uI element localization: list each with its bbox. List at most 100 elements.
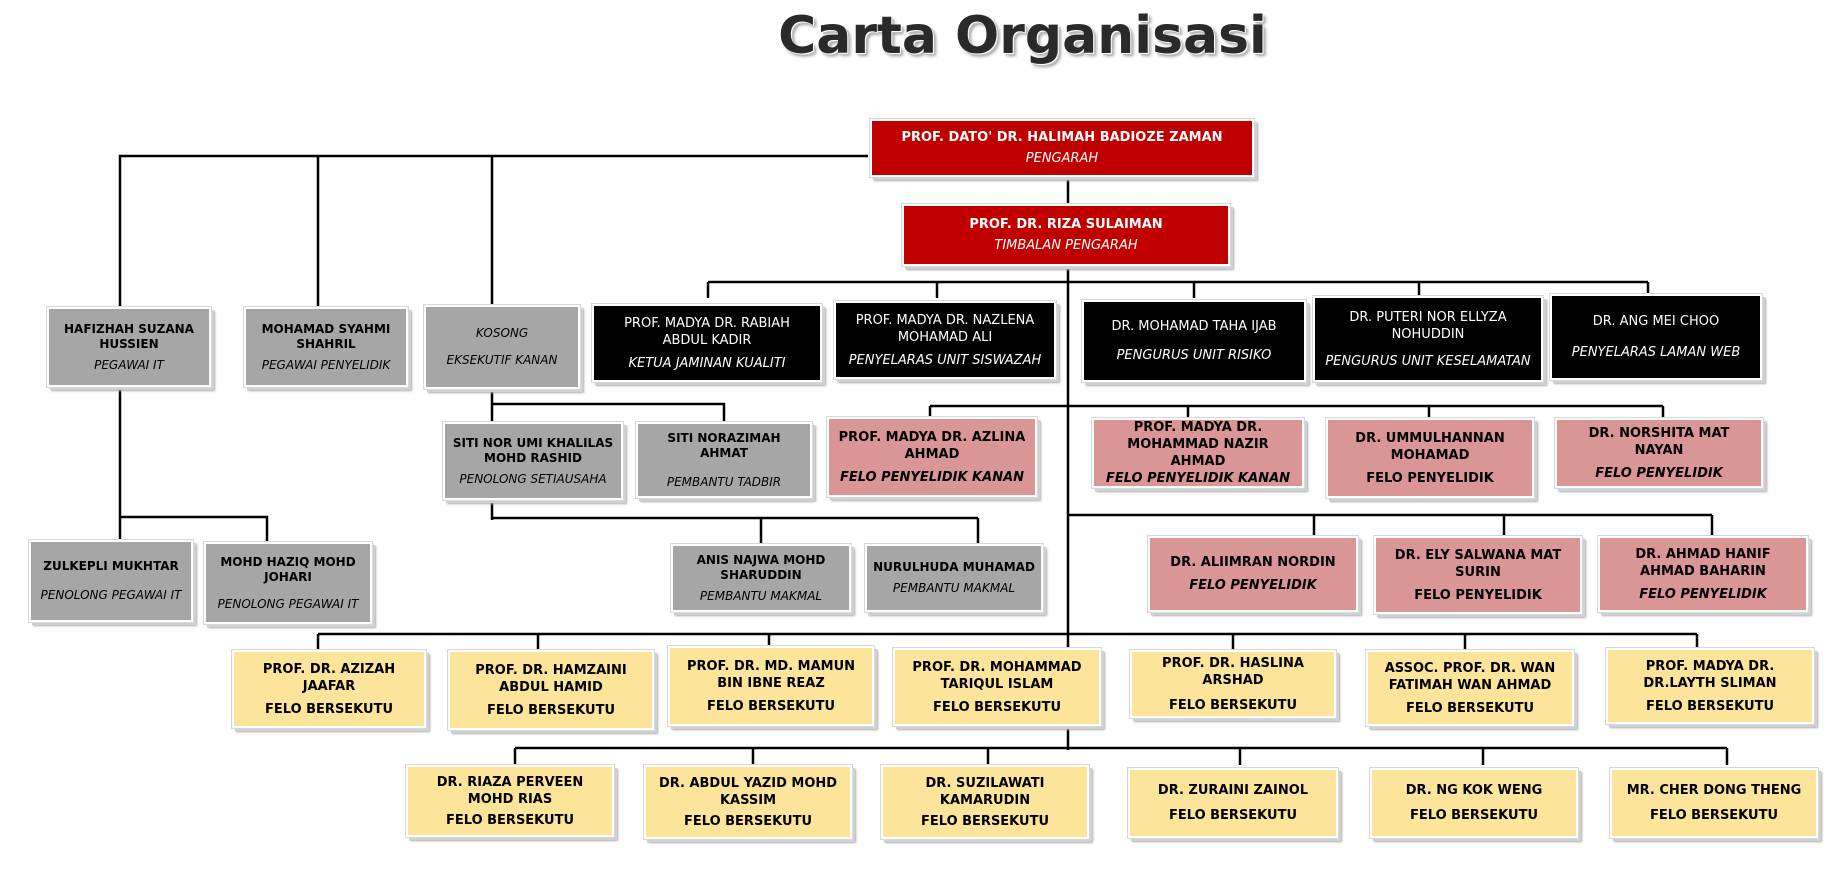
- node-name: DR. ELY SALWANA MAT SURIN: [1394, 547, 1562, 580]
- node-zuraini: DR. ZURAINI ZAINOL FELO BERSEKUTU: [1127, 767, 1339, 839]
- node-role: FELO PENYELIDIK: [1366, 470, 1494, 486]
- node-role: KETUA JAMINAN KUALITI: [628, 355, 786, 371]
- node-role: PEMBANTU MAKMAL: [699, 588, 823, 603]
- node-name: DR. NG KOK WENG: [1405, 783, 1543, 798]
- node-role: PENYELARAS UNIT SISWAZAH: [848, 352, 1042, 368]
- node-name: PROF. DR. MOHAMMAD TARIQUL ISLAM: [912, 659, 1082, 692]
- node-ng-kok-weng: DR. NG KOK WENG FELO BERSEKUTU: [1369, 767, 1579, 839]
- node-name: PROF. MADYA DR. NAZLENA MOHAMAD ALI: [855, 312, 1035, 345]
- node-name: DR. UMMULHANNAN MOHAMAD: [1355, 430, 1505, 463]
- node-role: FELO BERSEKUTU: [486, 702, 616, 718]
- node-name: SITI NOR UMI KHALILAS MOHD RASHID: [452, 435, 614, 465]
- node-name: HAFIZHAH SUZANA HUSSIEN: [64, 321, 194, 351]
- node-role: FELO PENYELIDIK: [1639, 586, 1767, 602]
- node-umi: SITI NOR UMI KHALILAS MOHD RASHID PENOLO…: [442, 421, 624, 501]
- node-kosong: KOSONG EKSEKUTIF KANAN: [423, 304, 581, 390]
- node-aliimran: DR. ALIIMRAN NORDIN FELO PENYELIDIK: [1147, 535, 1359, 613]
- node-syahmi: MOHAMAD SYAHMI SHAHRIL PEGAWAI PENYELIDI…: [243, 306, 409, 388]
- node-nazir: PROF. MADYA DR. MOHAMMAD NAZIR AHMAD FEL…: [1091, 417, 1305, 489]
- node-name: DR. ALIIMRAN NORDIN: [1170, 555, 1336, 570]
- node-tariqul: PROF. DR. MOHAMMAD TARIQUL ISLAM FELO BE…: [892, 647, 1102, 727]
- node-name: MOHAMAD SYAHMI SHAHRIL: [261, 321, 391, 351]
- node-role: FELO BERSEKUTU: [1409, 808, 1539, 823]
- node-name: PROF. DATO' DR. HALIMAH BADIOZE ZAMAN: [901, 130, 1223, 145]
- node-name: MR. CHER DONG THENG: [1626, 783, 1802, 798]
- node-layth: PROF. MADYA DR. DR.LAYTH SLIMAN FELO BER…: [1605, 647, 1815, 725]
- node-name: ZULKEPLI MUKHTAR: [43, 559, 179, 573]
- node-role: PENOLONG PEGAWAI IT: [40, 588, 182, 602]
- node-role: PENOLONG PEGAWAI IT: [217, 596, 359, 611]
- node-name: DR. ZURAINI ZAINOL: [1157, 783, 1309, 798]
- node-name: DR. MOHAMAD TAHA IJAB: [1111, 319, 1277, 334]
- node-role: FELO PENYELIDIK: [1414, 587, 1542, 603]
- node-azizah: PROF. DR. AZIZAH JAAFAR FELO BERSEKUTU: [231, 649, 427, 729]
- node-role: PEGAWAI PENYELIDIK: [261, 357, 391, 372]
- node-name: SITI NORAZIMAH AHMAT: [667, 430, 781, 460]
- node-name: PROF. DR. RIZA SULAIMAN: [969, 217, 1163, 232]
- node-hanif: DR. AHMAD HANIF AHMAD BAHARIN FELO PENYE…: [1597, 535, 1809, 613]
- node-nazlena: PROF. MADYA DR. NAZLENA MOHAMAD ALI PENY…: [833, 300, 1057, 380]
- node-name: PROF. MADYA DR. RABIAH ABDUL KADIR: [624, 315, 790, 348]
- node-role: PENGURUS UNIT RISIKO: [1116, 348, 1272, 363]
- node-puteri: DR. PUTERI NOR ELLYZA NOHUDDIN PENGURUS …: [1312, 295, 1544, 383]
- node-ely: DR. ELY SALWANA MAT SURIN FELO PENYELIDI…: [1373, 535, 1583, 615]
- node-name: ANIS NAJWA MOHD SHARUDDIN: [696, 552, 826, 582]
- node-wan-fatimah: ASSOC. PROF. DR. WAN FATIMAH WAN AHMAD F…: [1365, 649, 1575, 727]
- node-name: DR. RIAZA PERVEEN MOHD RIAS: [436, 774, 584, 807]
- node-haslina: PROF. DR. HASLINA ARSHAD FELO BERSEKUTU: [1129, 649, 1337, 719]
- node-role: FELO BERSEKUTU: [1645, 698, 1775, 714]
- node-name: PROF. DR. MD. MAMUN BIN IBNE REAZ: [686, 658, 856, 691]
- node-role: FELO BERSEKUTU: [683, 813, 813, 829]
- node-name: PROF. DR. HAMZAINI ABDUL HAMID: [475, 662, 627, 695]
- node-name: ASSOC. PROF. DR. WAN FATIMAH WAN AHMAD: [1384, 660, 1556, 693]
- node-timbalan-pengarah: PROF. DR. RIZA SULAIMAN TIMBALAN PENGARA…: [901, 203, 1231, 267]
- node-rabiah: PROF. MADYA DR. RABIAH ABDUL KADIR KETUA…: [591, 303, 823, 383]
- node-role: PEMBANTU TADBIR: [666, 474, 782, 489]
- node-role: TIMBALAN PENGARAH: [994, 238, 1138, 253]
- node-role: FELO BERSEKUTU: [1405, 700, 1535, 716]
- node-role: FELO PENYELIDIK KANAN: [1105, 471, 1291, 486]
- node-name: DR. PUTERI NOR ELLYZA NOHUDDIN: [1349, 309, 1507, 342]
- node-cher-dong-theng: MR. CHER DONG THENG FELO BERSEKUTU: [1609, 767, 1819, 839]
- node-taha: DR. MOHAMAD TAHA IJAB PENGURUS UNIT RISI…: [1081, 299, 1307, 383]
- node-anis: ANIS NAJWA MOHD SHARUDDIN PEMBANTU MAKMA…: [670, 543, 852, 613]
- node-mamun: PROF. DR. MD. MAMUN BIN IBNE REAZ FELO B…: [667, 645, 875, 727]
- node-ummul: DR. UMMULHANNAN MOHAMAD FELO PENYELIDIK: [1325, 417, 1535, 499]
- node-role: PENGURUS UNIT KESELAMATAN: [1325, 353, 1531, 369]
- node-name: DR. NORSHITA MAT NAYAN: [1588, 425, 1730, 458]
- node-role: FELO PENYELIDIK KANAN: [839, 469, 1025, 485]
- node-role: PEMBANTU MAKMAL: [892, 581, 1016, 595]
- node-role: PENYELARAS LAMAN WEB: [1571, 345, 1741, 360]
- node-hafizhah: HAFIZHAH SUZANA HUSSIEN PEGAWAI IT: [46, 306, 212, 388]
- node-role: FELO BERSEKUTU: [1168, 808, 1298, 823]
- node-nurulhuda: NURULHUDA MUHAMAD PEMBANTU MAKMAL: [864, 543, 1044, 613]
- node-role: FELO PENYELIDIK: [1595, 465, 1723, 481]
- node-name: PROF. MADYA DR. MOHAMMAD NAZIR AHMAD: [1127, 420, 1269, 469]
- node-name: KOSONG: [475, 326, 529, 340]
- node-role: EKSEKUTIF KANAN: [446, 353, 558, 367]
- node-pengarah: PROF. DATO' DR. HALIMAH BADIOZE ZAMAN PE…: [869, 118, 1255, 178]
- node-role: FELO PENYELIDIK: [1189, 578, 1317, 593]
- node-name: PROF. DR. HASLINA ARSHAD: [1162, 655, 1304, 688]
- node-role: FELO BERSEKUTU: [706, 698, 836, 714]
- node-name: MOHD HAZIQ MOHD JOHARI: [220, 554, 356, 584]
- node-name: DR. ANG MEI CHOO: [1592, 314, 1720, 329]
- node-norazimah: SITI NORAZIMAH AHMAT PEMBANTU TADBIR: [635, 421, 813, 499]
- node-role: FELO BERSEKUTU: [932, 699, 1062, 715]
- node-zulkepli: ZULKEPLI MUKHTAR PENOLONG PEGAWAI IT: [28, 539, 194, 623]
- node-role: FELO BERSEKUTU: [1168, 697, 1298, 713]
- node-haziq: MOHD HAZIQ MOHD JOHARI PENOLONG PEGAWAI …: [203, 541, 373, 625]
- node-role: FELO BERSEKUTU: [445, 812, 575, 828]
- node-azlina: PROF. MADYA DR. AZLINA AHMAD FELO PENYEL…: [826, 416, 1038, 498]
- node-role: FELO BERSEKUTU: [920, 813, 1050, 829]
- node-name: DR. AHMAD HANIF AHMAD BAHARIN: [1635, 546, 1771, 579]
- node-role: FELO BERSEKUTU: [264, 701, 394, 717]
- node-role: PEGAWAI IT: [94, 357, 164, 372]
- node-role: PENOLONG SETIAUSAHA: [459, 471, 607, 486]
- node-name: PROF. MADYA DR. AZLINA AHMAD: [838, 429, 1026, 462]
- node-hamzaini: PROF. DR. HAMZAINI ABDUL HAMID FELO BERS…: [447, 649, 655, 731]
- node-role: PENGARAH: [1025, 151, 1099, 166]
- node-role: FELO BERSEKUTU: [1649, 808, 1779, 823]
- node-ang: DR. ANG MEI CHOO PENYELARAS LAMAN WEB: [1549, 293, 1763, 381]
- node-name: DR. ABDUL YAZID MOHD KASSIM: [658, 775, 838, 808]
